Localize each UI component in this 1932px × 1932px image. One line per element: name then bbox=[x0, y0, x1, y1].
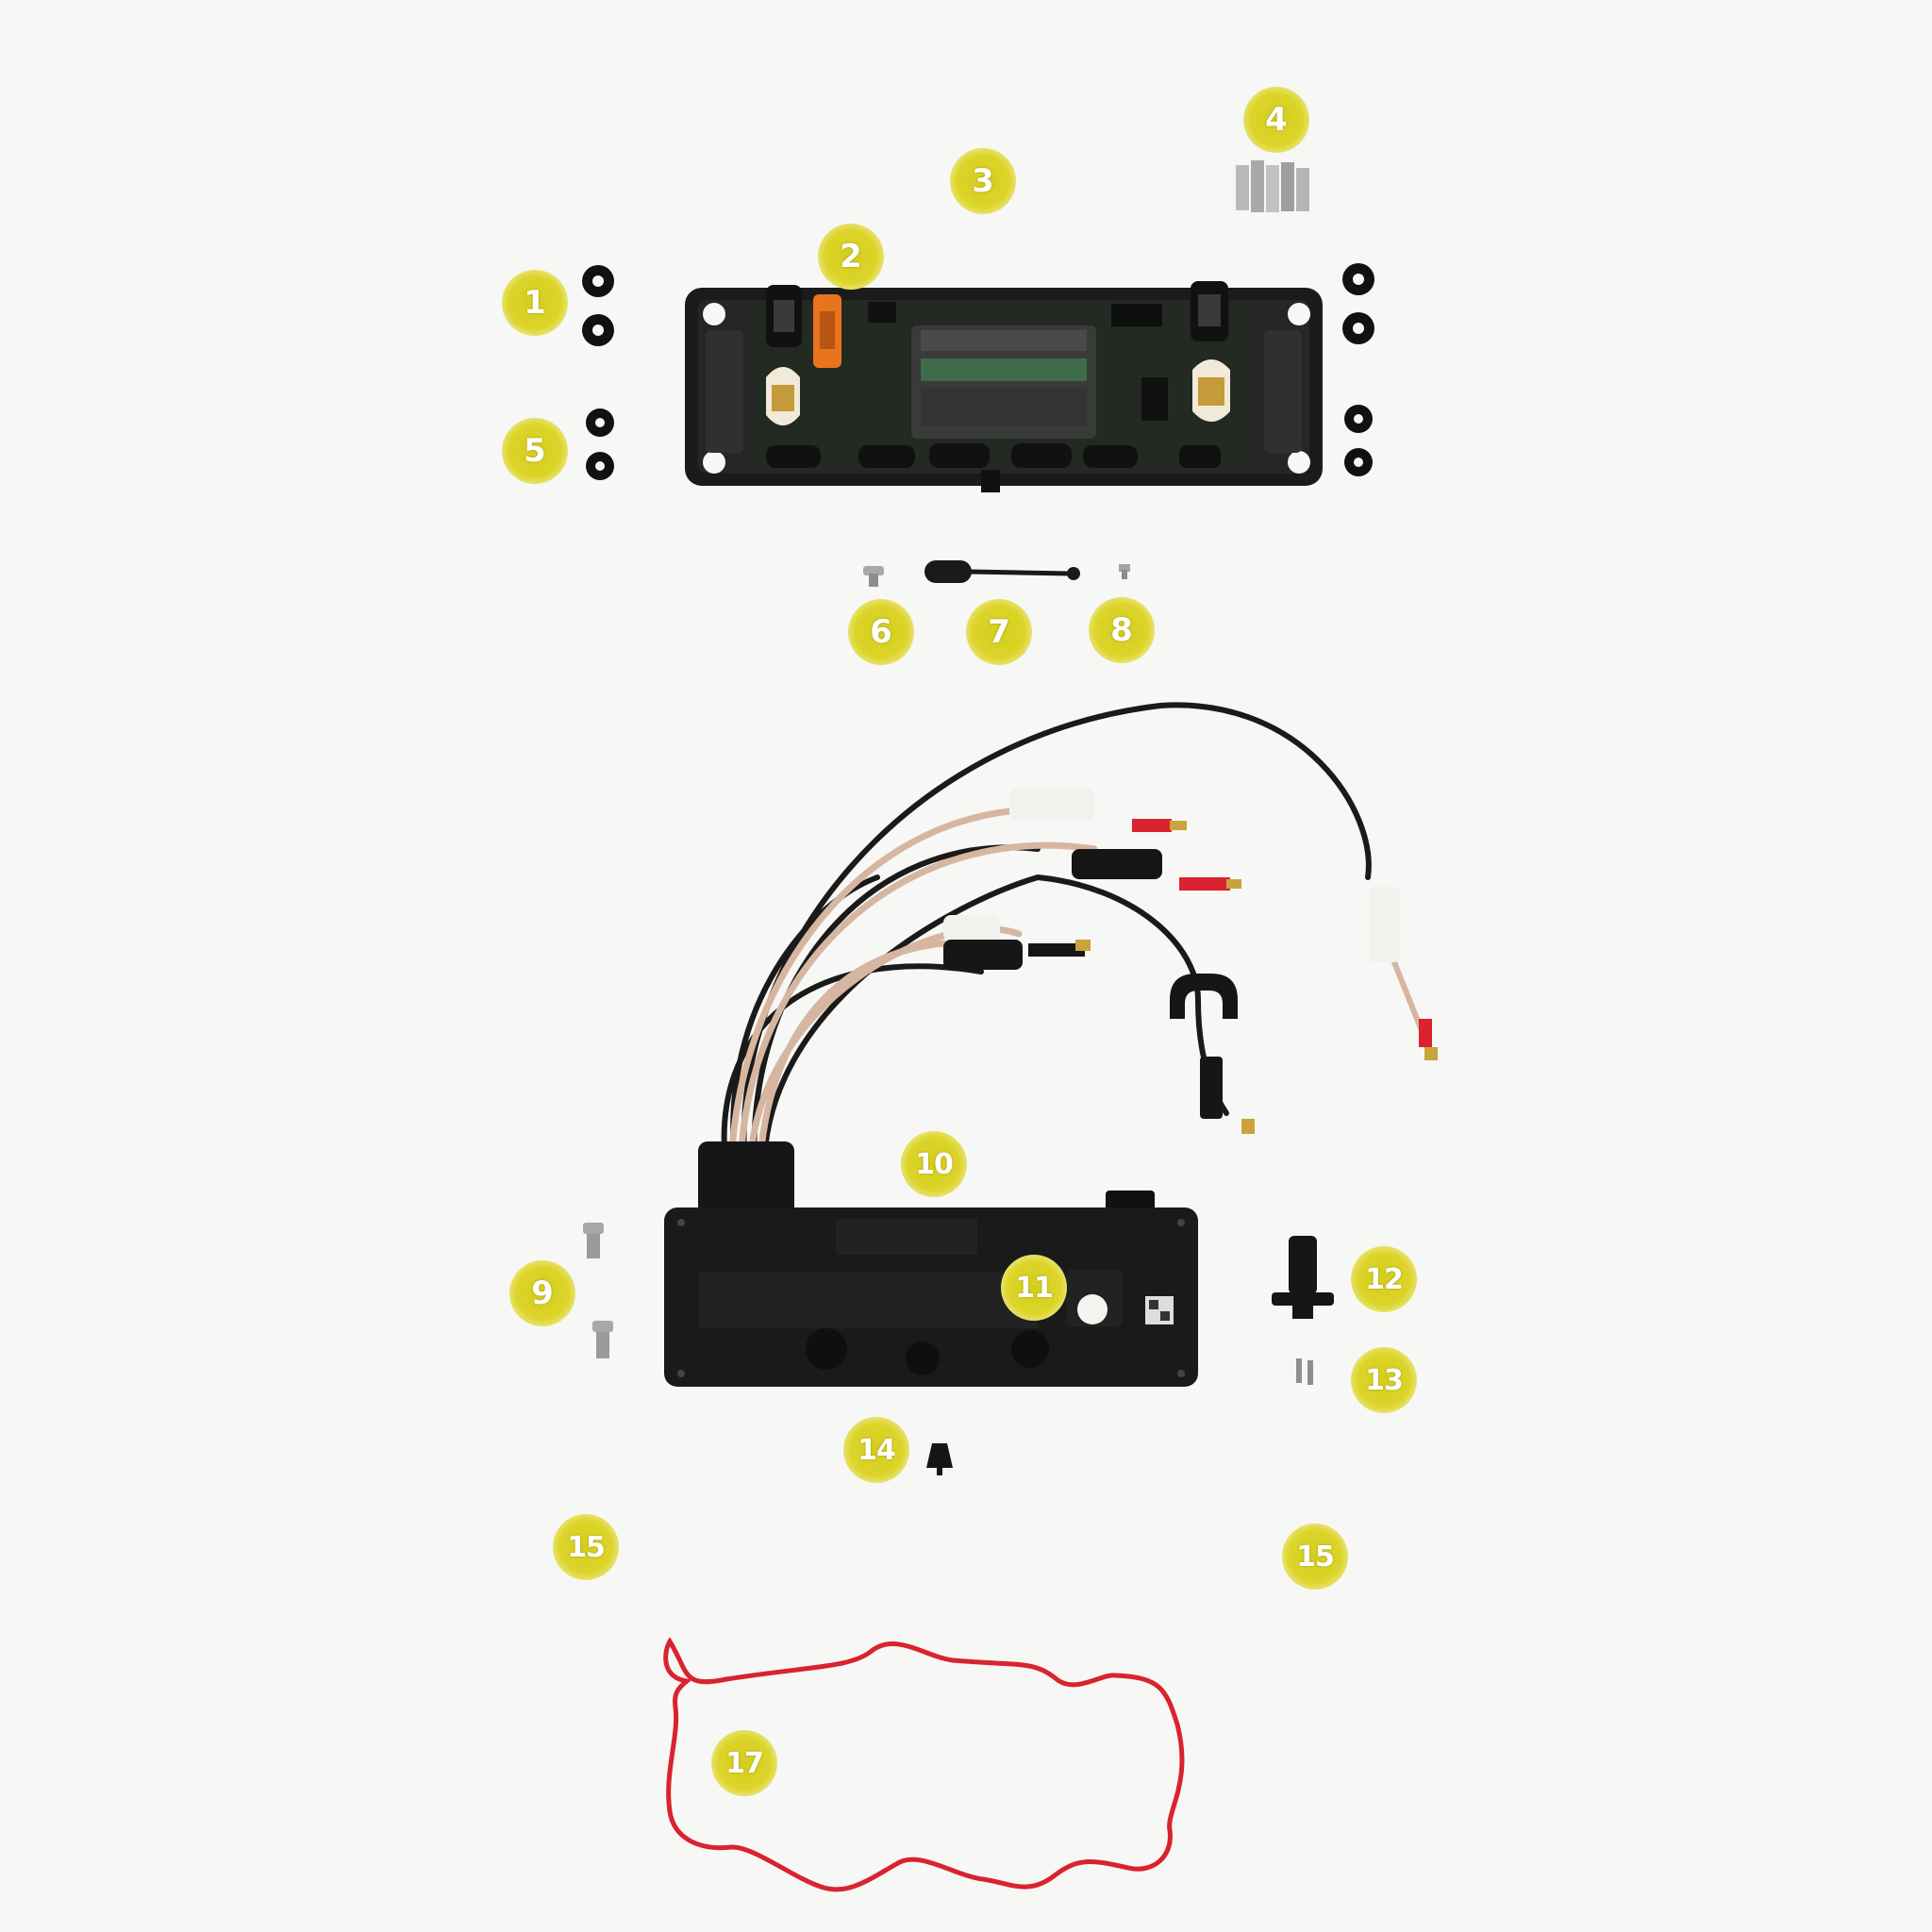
callout-marker-2: 2 bbox=[818, 224, 884, 290]
cable-tie-part-7 bbox=[924, 560, 1080, 583]
orange-connector bbox=[813, 294, 841, 368]
port-row bbox=[766, 443, 1221, 468]
upper-control-board bbox=[685, 281, 1323, 492]
callout-marker-7: 7 bbox=[966, 599, 1032, 665]
callout-marker-14: 14 bbox=[843, 1417, 909, 1483]
gold-contact-connector-left bbox=[766, 367, 800, 425]
pins-part-13 bbox=[1296, 1358, 1313, 1385]
screw-part-8 bbox=[1119, 564, 1130, 579]
callout-marker-13: 13 bbox=[1351, 1347, 1417, 1413]
grommets-part-1 bbox=[582, 263, 1374, 346]
grommets-part-5 bbox=[586, 405, 1373, 480]
callout-marker-15-left: 15 bbox=[553, 1514, 619, 1580]
harness-connectors bbox=[943, 789, 1438, 1134]
callout-marker-11: 11 bbox=[1001, 1255, 1067, 1321]
callout-marker-4: 4 bbox=[1243, 87, 1309, 153]
cable-harness bbox=[721, 702, 1427, 1174]
screws-part-4 bbox=[1236, 160, 1309, 212]
plug-part-12 bbox=[1272, 1236, 1334, 1319]
callout-marker-12: 12 bbox=[1351, 1246, 1417, 1312]
callout-marker-10: 10 bbox=[901, 1131, 967, 1197]
cap-part-14 bbox=[926, 1443, 953, 1475]
callout-marker-15-right: 15 bbox=[1282, 1524, 1348, 1590]
gasket-part-17 bbox=[663, 1637, 1185, 1892]
callout-marker-9: 9 bbox=[509, 1260, 575, 1326]
callout-marker-1: 1 bbox=[502, 270, 568, 336]
lower-enclosure bbox=[664, 1141, 1198, 1387]
screw-part-6 bbox=[863, 566, 884, 587]
gold-contact-connector-right bbox=[1192, 359, 1230, 422]
screws-part-9 bbox=[583, 1223, 613, 1358]
callout-marker-5: 5 bbox=[502, 418, 568, 484]
callout-marker-8: 8 bbox=[1089, 597, 1155, 663]
callout-marker-17: 17 bbox=[711, 1730, 777, 1796]
callout-marker-3: 3 bbox=[950, 148, 1016, 214]
callout-marker-6: 6 bbox=[848, 599, 914, 665]
